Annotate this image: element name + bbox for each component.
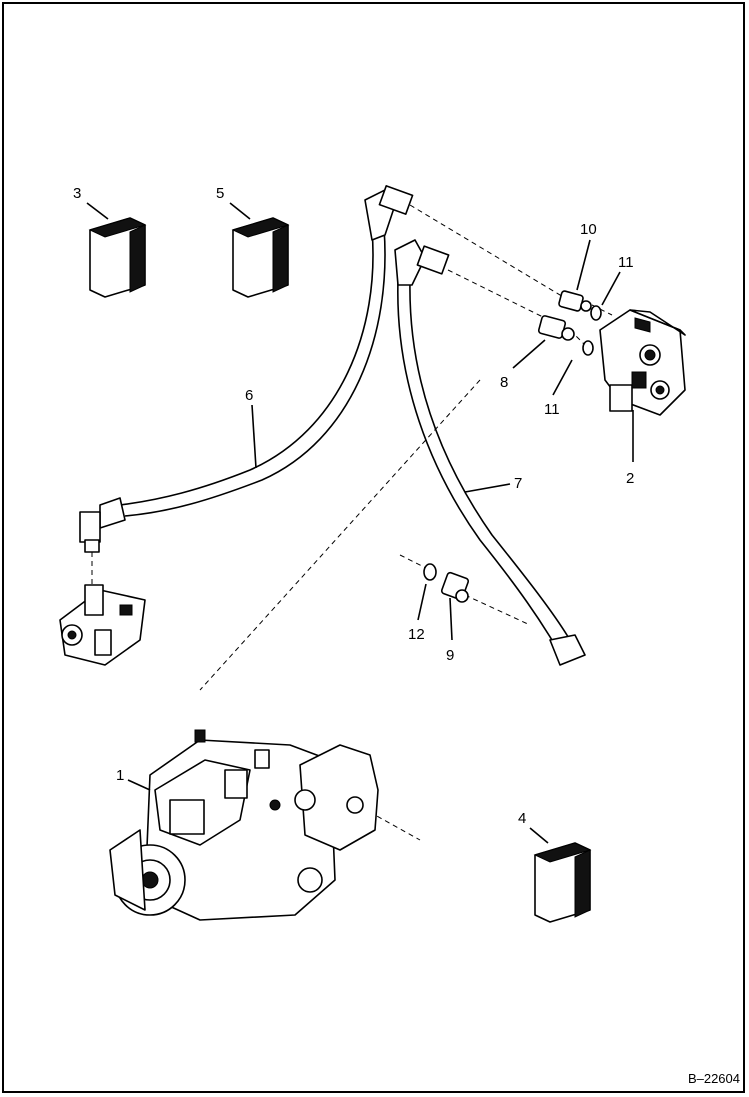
hose-6: [79, 185, 414, 553]
callout-11-upper: 11: [618, 254, 634, 271]
callout-5: 5: [216, 185, 224, 202]
callout-4: 4: [518, 810, 526, 827]
callout-11-lower: 11: [544, 401, 560, 418]
callout-9: 9: [446, 647, 454, 664]
o-ring-11-lower: [582, 340, 594, 356]
callout-8: 8: [500, 374, 508, 391]
callout-7: 7: [514, 475, 522, 492]
fitting-9: [440, 571, 470, 603]
callout-2: 2: [626, 470, 634, 487]
fitting-8: [537, 315, 575, 341]
part-3-decal: [24, 217, 147, 298]
pump-1: [109, 729, 379, 921]
part-4-decal: [533, 842, 592, 923]
fitting-10: [558, 290, 592, 312]
assembly-guide-lines: [91, 204, 613, 841]
figure-number: B–22604: [688, 1071, 740, 1086]
callout-3: 3: [73, 185, 81, 202]
callout-10: 10: [580, 221, 597, 238]
valve-2: [599, 309, 686, 416]
callout-6: 6: [245, 387, 253, 404]
o-ring-12: [423, 563, 437, 581]
leader-lines: [86, 202, 634, 844]
hose-7: [394, 239, 586, 666]
callout-12: 12: [408, 626, 425, 643]
control-valve-left: [59, 584, 146, 666]
part-5-decal: [167, 217, 290, 298]
o-ring-11-upper: [590, 305, 602, 321]
callout-1: 1: [116, 767, 124, 784]
